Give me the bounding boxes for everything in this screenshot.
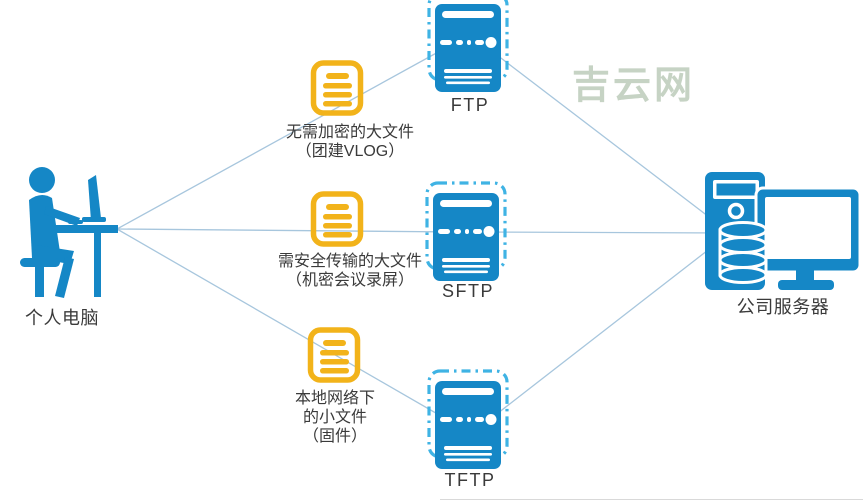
sftp-server-icon (424, 181, 510, 285)
file-label: 本地网络下 的小文件 （固件） (272, 389, 398, 446)
ftp-label: FTP (450, 95, 490, 115)
file-label-line: （机密会议录屏） (285, 272, 414, 289)
file-label-line: 的小文件 (302, 409, 367, 426)
file-label-line: （团建VLOG） (295, 143, 405, 160)
tftp-server-icon (426, 369, 512, 473)
company-server-label: 公司服务器 (736, 297, 830, 317)
file-label: 需安全传输的大文件 （机密会议录屏） (250, 252, 450, 290)
ftp-server-icon (426, 0, 512, 96)
file-label: 无需加密的大文件 （团建VLOG） (250, 123, 450, 161)
sftp-label: SFTP (441, 281, 494, 301)
person-at-desk-icon (20, 167, 118, 298)
document-icon (309, 190, 365, 248)
document-icon (306, 326, 362, 384)
tftp-label: TFTP (444, 470, 496, 490)
client-label: 个人电脑 (25, 308, 99, 328)
file-label-line: 需安全传输的大文件 (277, 253, 422, 270)
server-with-monitor-icon (705, 172, 862, 290)
file-label-line: （固件） (302, 428, 367, 445)
site-watermark: 吉云网 (572, 65, 696, 107)
file-label-line: 本地网络下 (294, 390, 375, 407)
file-label-line: 无需加密的大文件 (285, 124, 414, 141)
document-icon (309, 59, 365, 117)
